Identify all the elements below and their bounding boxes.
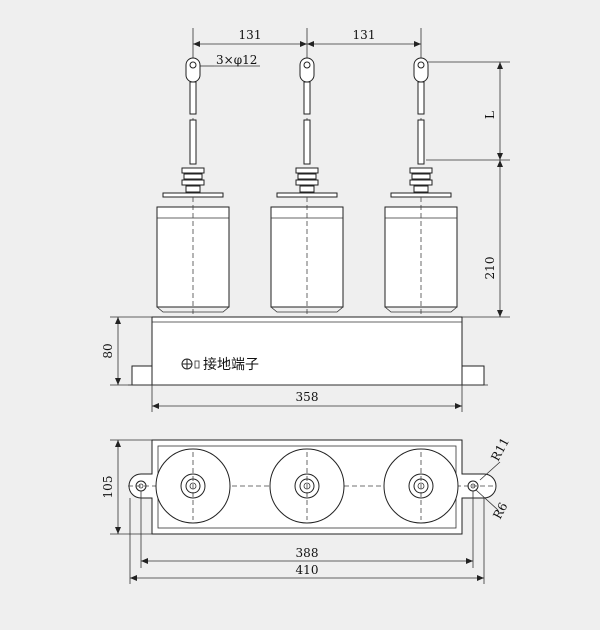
inner-width-label: 388 (296, 546, 319, 560)
hole-note-label: 3×φ12 (216, 53, 257, 67)
bushing-right (384, 57, 458, 315)
ground-terminal-label: 接地端子 (203, 356, 259, 373)
capacitor-top-right (383, 448, 459, 524)
spacing-left-label: 131 (239, 28, 262, 42)
height-total-label: 210 (483, 257, 497, 280)
spacing-right-label: 131 (353, 28, 376, 42)
outer-width-label: 410 (296, 563, 319, 577)
bottom-height-dimension: 105 (101, 439, 152, 535)
bushing-left (156, 57, 230, 315)
hole-note: 3×φ12 (198, 53, 260, 67)
bottom-width-dimensions: 388 410 (129, 491, 485, 584)
base-box (128, 316, 488, 386)
base-width-dimension: 358 (151, 385, 463, 412)
radius-callouts: R11 R6 (475, 435, 512, 521)
base-height-dimension: 80 (101, 316, 152, 386)
right-dimensions: L 210 (426, 61, 510, 318)
bushing-middle (270, 57, 344, 315)
radius-outer-label: R11 (488, 435, 512, 463)
base-height-label: 80 (101, 343, 115, 358)
capacitor-top-middle (269, 448, 345, 524)
top-spacing-dimension: 131 131 (192, 28, 422, 58)
base-width-label: 358 (296, 390, 319, 404)
front-view: 131 131 3×φ12 (101, 28, 510, 412)
capacitor-top-left (155, 448, 231, 524)
lead-length-label: L (483, 111, 497, 119)
radius-inner-label: R6 (490, 500, 510, 521)
top-view: 105 R11 R6 388 410 (101, 435, 512, 584)
ground-terminal: 接地端子 (181, 356, 259, 373)
bottom-height-label: 105 (101, 476, 115, 499)
